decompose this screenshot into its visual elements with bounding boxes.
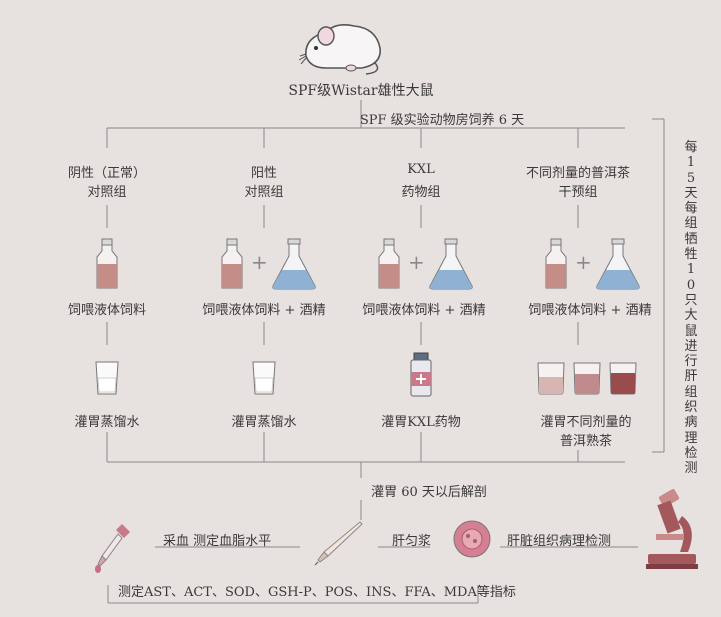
gavage-label-tea-2: 普洱熟茶 <box>560 430 612 449</box>
microscope-icon <box>642 488 702 570</box>
group-tea-title-2: 干预组 <box>558 181 597 200</box>
beaker-icon <box>94 360 120 396</box>
tea-cup-icon <box>536 361 566 395</box>
gavage-label-negative: 灌胃蒸馏水 <box>74 411 139 430</box>
flask-icon <box>270 238 318 290</box>
bottle-icon <box>544 238 568 290</box>
plus-sign: + <box>251 250 268 274</box>
gavage-label-positive: 灌胃蒸馏水 <box>231 411 296 430</box>
bottle-icon <box>95 238 119 290</box>
plus-sign: + <box>575 250 592 274</box>
plus-sign: + <box>408 250 425 274</box>
gavage-label-kxl: 灌胃KXL药物 <box>381 411 461 430</box>
group-positive-title-2: 对照组 <box>244 181 283 200</box>
bottle-icon <box>220 238 244 290</box>
tea-cup-icon <box>608 361 638 395</box>
group-kxl-title-2: 药物组 <box>401 181 440 200</box>
group-tea-title-1: 不同剂量的普洱茶 <box>526 162 630 181</box>
syringe-icon <box>314 520 364 566</box>
gavage-label-tea-1: 灌胃不同剂量的 <box>540 411 631 430</box>
indicators-label: 测定AST、ACT、SOD、GSH-P、POS、INS、FFA、MDA等指标 <box>118 581 516 600</box>
pathology-label: 肝脏组织病理检测 <box>507 530 611 549</box>
group-negative-title-2: 对照组 <box>87 181 126 200</box>
bottle-icon <box>377 238 401 290</box>
beaker-icon <box>251 360 277 396</box>
dissection-label: 灌胃 60 天以后解剖 <box>371 481 487 500</box>
group-positive-title-1: 阳性 <box>251 162 277 181</box>
medicine-bottle-icon <box>409 352 433 398</box>
flask-icon <box>427 238 475 290</box>
acclimation-label: SPF 级实验动物房饲养 6 天 <box>360 109 524 128</box>
blood-label: 采血 测定血脂水平 <box>163 530 271 549</box>
subject-label: SPF级Wistar雄性大鼠 <box>288 80 433 100</box>
side-note: 每15天每组牺牲10只大鼠进行肝组织病理检测 <box>683 140 699 477</box>
tea-cup-icon <box>572 361 602 395</box>
group-negative-title-1: 阴性（正常） <box>68 162 146 181</box>
dropper-icon <box>92 522 132 574</box>
feed-label-kxl: 饲喂液体饲料 + 酒精 <box>362 299 485 318</box>
flask-icon <box>594 238 642 290</box>
feed-label-negative: 饲喂液体饲料 <box>68 299 146 318</box>
group-kxl-title-1: KXL <box>407 162 435 177</box>
rat-icon <box>296 16 386 76</box>
homogenate-label: 肝匀浆 <box>392 530 431 549</box>
tissue-dish-icon <box>452 519 492 559</box>
feed-label-positive: 饲喂液体饲料 + 酒精 <box>202 299 325 318</box>
feed-label-tea: 饲喂液体饲料 + 酒精 <box>528 299 651 318</box>
